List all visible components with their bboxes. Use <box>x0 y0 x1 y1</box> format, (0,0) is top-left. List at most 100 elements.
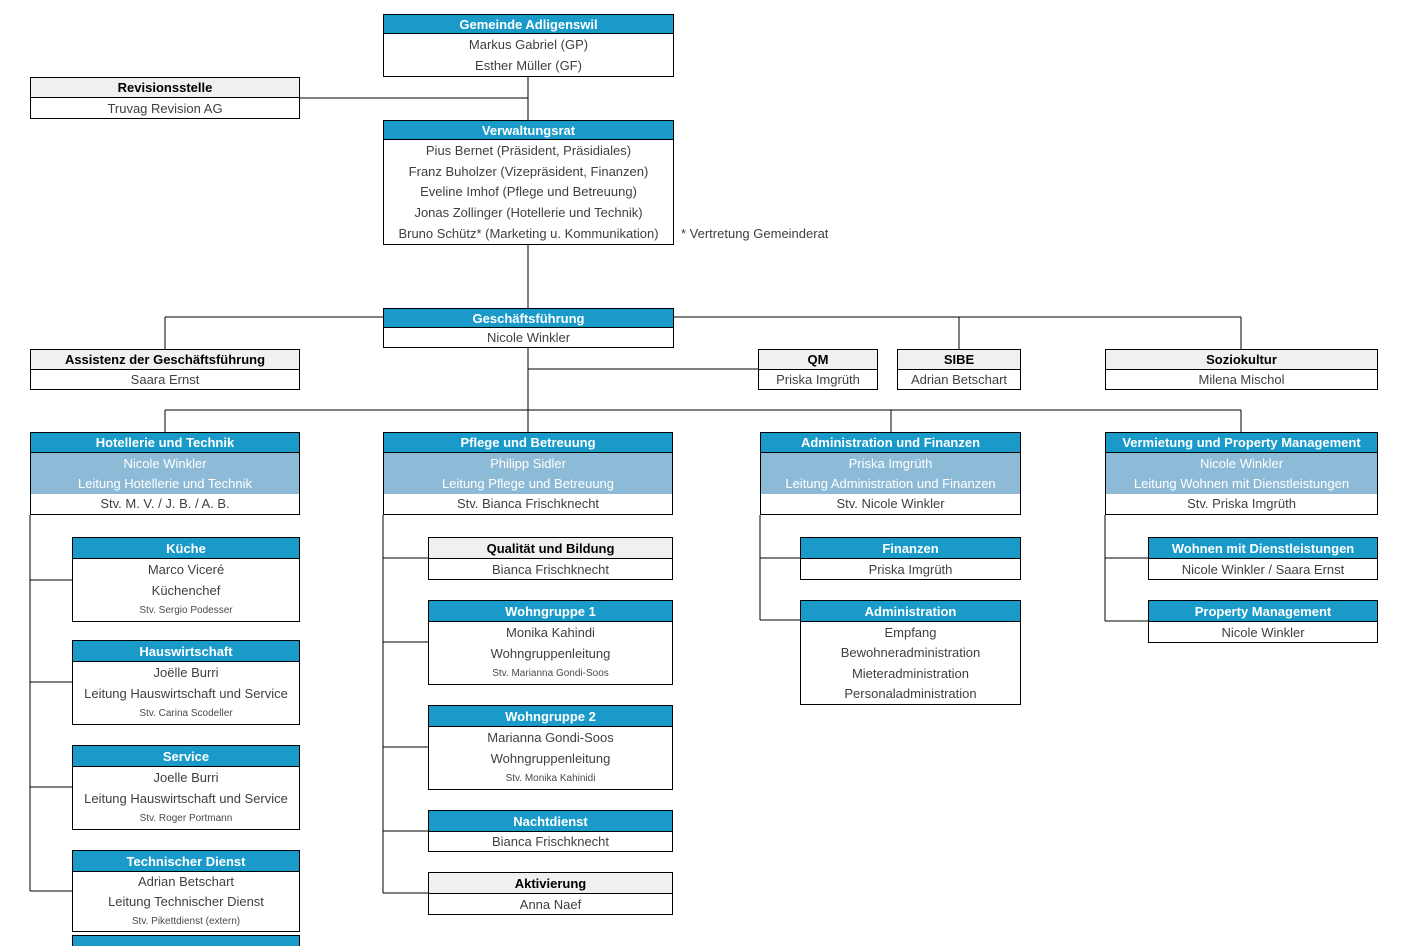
box-row: Stv. Nicole Winkler <box>836 496 945 512</box>
box-title-qm: QM <box>759 350 877 370</box>
box-title-wohngruppe-1: Wohngruppe 1 <box>429 601 672 622</box>
box-body-assistenz-der-geschaeftsfuehrung: Saara Ernst <box>31 370 299 389</box>
box-row: Monika Kahindi <box>506 624 595 640</box>
box-row: Nicole Winkler / Saara Ernst <box>1181 561 1345 577</box>
box-row: Bianca Frischknecht <box>491 834 610 849</box>
box-row: Saara Ernst <box>130 372 200 387</box>
box-title-pflege-und-betreuung: Pflege und Betreuung <box>384 433 672 453</box>
box-row: Eveline Imhof (Pflege und Betreuung) <box>420 184 637 200</box>
box-row: Leitung Pflege und Betreuung <box>384 473 672 494</box>
box-title-assistenz-der-geschaeftsfuehrung: Assistenz der Geschäftsführung <box>31 350 299 370</box>
box-cut-off-box <box>72 935 300 946</box>
box-body-verwaltungsrat: Pius Bernet (Präsident, Präsidiales) Fran… <box>384 140 673 244</box>
box-title-aktivierung: Aktivierung <box>429 873 672 894</box>
box-row: Priska Imgrüth <box>761 453 1020 474</box>
box-row: Stv. Monika Kahinidi <box>505 773 596 785</box>
box-row: Leitung Administration und Finanzen <box>761 473 1020 494</box>
box-row: Adrian Betschart <box>137 874 235 890</box>
box-title-gemeinde-adligenswil: Gemeinde Adligenswil <box>384 15 673 34</box>
box-title-administration: Administration <box>801 601 1020 622</box>
box-row: Bruno Schütz* (Marketing u. Kommunikatio… <box>398 226 659 242</box>
box-row: Wohngruppenleitung <box>490 645 611 661</box>
box-row: Leitung Hauswirtschaft und Service <box>84 790 288 806</box>
box-row: Leitung Technischer Dienst <box>108 894 264 909</box>
box-row: Leitung Hotellerie und Technik <box>31 473 299 494</box>
box-body-finanzen: Priska Imgrüth <box>801 559 1020 579</box>
box-title-administration-und-finanzen: Administration und Finanzen <box>761 433 1020 453</box>
box-row: Nicole Winkler <box>486 330 571 345</box>
box-title-revisionsstelle: Revisionsstelle <box>31 78 299 98</box>
box-row: Markus Gabriel (GP) <box>468 37 589 52</box>
box-row: Wohngruppenleitung <box>490 750 611 766</box>
box-row: Stv. Priska Imgrüth <box>1187 496 1296 512</box>
box-body-qm: Priska Imgrüth <box>759 370 877 389</box>
box-row: Küchenchef <box>151 582 221 598</box>
box-body-qualitaet-und-bildung: Bianca Frischknecht <box>429 559 672 579</box>
box-row: Joëlle Burri <box>153 664 219 680</box>
box-row: Stv. Bianca Frischknecht <box>456 496 600 512</box>
box-body-geschaeftsfuehrung: Nicole Winkler <box>384 328 673 347</box>
box-title-hauswirtschaft: Hauswirtschaft <box>73 641 299 662</box>
box-row: Nicole Winkler <box>31 453 299 474</box>
box-row: Priska Imgrüth <box>776 372 860 387</box>
box-title-wohngruppe-2: Wohngruppe 2 <box>429 706 672 727</box>
box-title-kueche: Küche <box>73 538 299 559</box>
box-title-hotellerie-und-technik: Hotellerie und Technik <box>31 433 299 453</box>
box-body-property-management: Nicole Winkler <box>1149 622 1377 642</box>
box-row: Adrian Betschart <box>910 372 1008 387</box>
box-row: Stv. Marianna Gondi-Soos <box>492 668 609 680</box>
box-qm: QM Priska Imgrüth <box>758 349 878 390</box>
box-body-revisionsstelle: Truvag Revision AG <box>31 98 299 118</box>
box-row: Nicole Winkler <box>1221 624 1305 640</box>
box-row: Pius Bernet (Präsident, Präsidiales) <box>425 142 632 158</box>
box-title-nachtdienst: Nachtdienst <box>429 811 672 832</box>
box-row: Joelle Burri <box>153 769 219 785</box>
box-row: Leitung Wohnen mit Dienstleistungen <box>1106 473 1377 494</box>
box-row: Bewohneradministration <box>840 645 981 661</box>
box-row: Marco Viceré <box>147 561 225 577</box>
box-row: Stv. Pikettdienst (extern) <box>131 915 241 927</box>
box-row: Leitung Hauswirtschaft und Service <box>84 685 288 701</box>
box-title-soziokultur: Soziokultur <box>1106 350 1377 370</box>
box-row: Anna Naef <box>519 896 582 912</box>
box-row: Bianca Frischknecht <box>491 561 610 577</box>
box-row: Stv. Roger Portmann <box>139 813 233 825</box>
box-body-aktivierung: Anna Naef <box>429 894 672 914</box>
box-row: Esther Müller (GF) <box>475 58 582 73</box>
box-row: Nicole Winkler <box>1106 453 1377 474</box>
box-row: Franz Buholzer (Vizepräsident, Finanzen) <box>408 163 649 179</box>
box-title-geschaeftsfuehrung: Geschäftsführung <box>384 309 673 328</box>
box-row: Philipp Sidler <box>384 453 672 474</box>
box-title-technischer-dienst: Technischer Dienst <box>73 851 299 872</box>
box-row: Marianna Gondi-Soos <box>487 729 614 745</box>
box-body-nachtdienst: Bianca Frischknecht <box>429 832 672 851</box>
box-row: Milena Mischol <box>1198 372 1285 387</box>
box-body-sibe: Adrian Betschart <box>898 370 1020 389</box>
box-body-wohnen-mit-dienstleistungen: Nicole Winkler / Saara Ernst <box>1149 559 1377 579</box>
box-title-qualitaet-und-bildung: Qualität und Bildung <box>429 538 672 559</box>
